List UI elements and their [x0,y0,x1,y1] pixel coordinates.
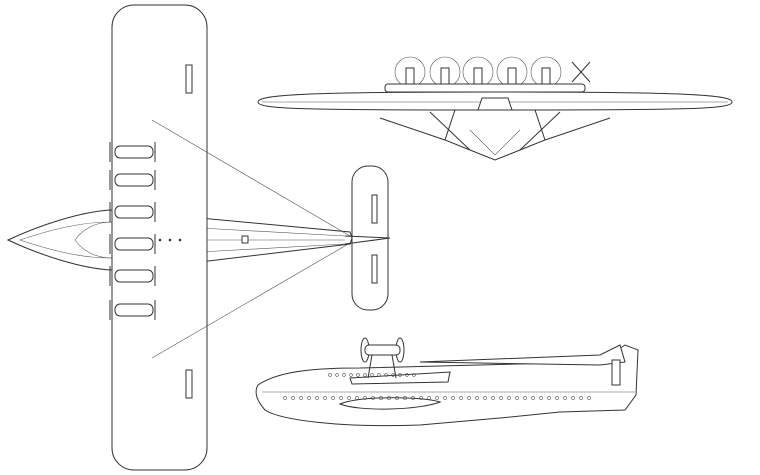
porthole [405,373,409,377]
porthole [395,396,399,400]
engine-nacelle [109,170,156,190]
porthole [291,396,295,400]
porthole [299,396,303,400]
engine-nacelle [109,300,156,320]
top-view-engines [109,142,156,320]
porthole [335,373,339,377]
porthole [443,396,447,400]
porthole [331,396,335,400]
porthole [555,396,559,400]
porthole [435,396,439,400]
porthole [307,396,311,400]
porthole [342,373,346,377]
porthole [391,373,395,377]
porthole [355,396,359,400]
porthole [563,396,567,400]
porthole [579,396,583,400]
porthole [515,396,519,400]
side-view-portholes [283,373,591,400]
porthole [323,396,327,400]
porthole [427,396,431,400]
porthole [467,396,471,400]
porthole [370,373,374,377]
porthole [531,396,535,400]
engine-nacelle [109,202,156,222]
porthole [387,396,391,400]
porthole [403,396,407,400]
engine-nacelle [109,142,156,162]
side-view [255,337,639,427]
porthole [539,396,543,400]
front-view-fuselage [379,97,611,161]
porthole [347,396,351,400]
porthole [363,373,367,377]
engine-nacelle [109,234,156,254]
porthole [523,396,527,400]
porthole [547,396,551,400]
top-view-tailplane [344,165,391,311]
porthole [283,396,287,400]
porthole [491,396,495,400]
porthole [507,396,511,400]
top-view [6,4,391,471]
side-view-engine [360,337,405,379]
porthole [459,396,463,400]
porthole [363,396,367,400]
porthole [349,373,353,377]
porthole [411,396,415,400]
porthole [339,396,343,400]
front-view-engines [384,56,591,93]
porthole [483,396,487,400]
porthole [398,373,402,377]
porthole [384,373,388,377]
porthole [587,396,591,400]
porthole [412,373,416,377]
porthole [328,373,332,377]
engine-nacelle [109,266,156,286]
porthole [356,373,360,377]
front-view [257,56,733,161]
porthole [315,396,319,400]
porthole [499,396,503,400]
porthole [377,373,381,377]
porthole [475,396,479,400]
porthole [571,396,575,400]
propeller-blade [571,61,591,83]
porthole [371,396,375,400]
porthole [451,396,455,400]
porthole [419,396,423,400]
porthole [379,396,383,400]
